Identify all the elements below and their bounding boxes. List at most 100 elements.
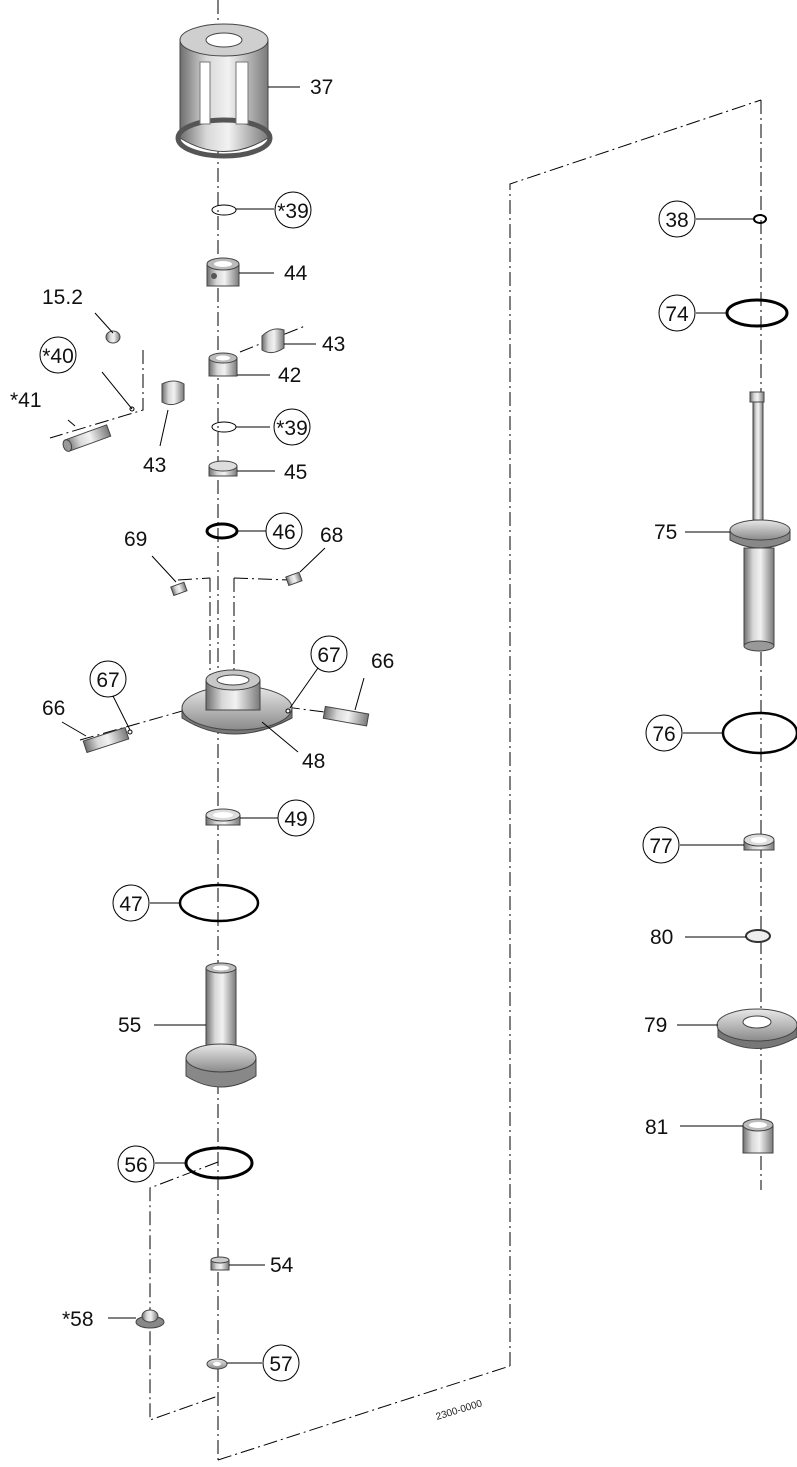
callout-58: *58 [62, 1308, 94, 1331]
callout-75: 75 [654, 521, 677, 544]
part-39-o-ring [211, 204, 237, 216]
part-68-screw [285, 571, 303, 587]
callout-39: *39 [274, 191, 312, 229]
svg-text:75: 75 [654, 521, 677, 544]
part-38-o-ring [753, 214, 767, 224]
callout-67: 67 [310, 635, 348, 673]
svg-text:37: 37 [310, 76, 333, 99]
svg-text:79: 79 [644, 1014, 667, 1037]
callout-43: 43 [143, 454, 166, 477]
callout-45: 45 [284, 461, 307, 484]
callout-54: 54 [270, 1254, 294, 1277]
part-57-washer [206, 1358, 228, 1370]
svg-text:68: 68 [320, 524, 343, 547]
callout-69: 69 [124, 528, 147, 551]
svg-text:44: 44 [284, 262, 308, 285]
callout-42: 42 [278, 364, 301, 387]
svg-text:67: 67 [317, 644, 340, 667]
svg-text:*41: *41 [10, 389, 42, 412]
part-42-collar [208, 352, 238, 377]
callout-81: 81 [645, 1116, 668, 1139]
svg-text:15.2: 15.2 [42, 286, 83, 309]
part-80-ring [745, 929, 771, 943]
callout-66: 66 [371, 650, 394, 673]
callout-56: 56 [117, 1145, 155, 1183]
part-79-disc [716, 1008, 797, 1049]
callout-46: 46 [265, 512, 303, 550]
svg-text:54: 54 [270, 1254, 294, 1277]
callout-47: 47 [112, 884, 150, 922]
part-66-pin [82, 726, 130, 754]
svg-text:42: 42 [278, 364, 301, 387]
svg-text:*39: *39 [276, 417, 308, 440]
svg-text:*58: *58 [62, 1308, 94, 1331]
callout-41: *41 [10, 389, 42, 412]
part-15-2-screw [105, 330, 121, 344]
svg-text:56: 56 [124, 1154, 147, 1177]
callout-74: 74 [658, 294, 696, 332]
svg-text:48: 48 [302, 750, 325, 773]
svg-text:76: 76 [652, 723, 675, 746]
svg-text:69: 69 [124, 528, 147, 551]
callout-57: 57 [262, 1344, 300, 1382]
svg-text:81: 81 [645, 1116, 668, 1139]
svg-text:66: 66 [371, 650, 394, 673]
part-54-bushing [210, 1256, 230, 1271]
callout-77: 77 [642, 826, 680, 864]
svg-text:77: 77 [649, 835, 672, 858]
part-66-pin [322, 705, 370, 727]
callout-48: 48 [302, 750, 325, 773]
callout-76: 76 [645, 714, 683, 752]
part-47-o-ring [178, 883, 260, 923]
callout-55: 55 [118, 1014, 141, 1037]
part-41-pin [62, 424, 112, 452]
part-77-ring [743, 833, 775, 851]
part-45-ring [208, 460, 238, 477]
svg-text:57: 57 [269, 1353, 292, 1376]
part-43-half-shell [161, 380, 185, 406]
part-75-plunger [729, 391, 791, 652]
svg-text:43: 43 [143, 454, 166, 477]
part-56-ring [184, 1146, 254, 1180]
callout-80: 80 [650, 926, 673, 949]
callout-15-2: 15.2 [42, 286, 83, 309]
svg-text:38: 38 [665, 209, 688, 232]
svg-text:*39: *39 [277, 200, 309, 223]
svg-text:46: 46 [272, 521, 295, 544]
callout-79: 79 [644, 1014, 667, 1037]
callout-44: 44 [284, 262, 308, 285]
leader-lines [61, 86, 753, 1364]
callout-43: 43 [322, 333, 345, 356]
svg-text:47: 47 [119, 893, 142, 916]
part-48-body [181, 669, 293, 735]
svg-text:49: 49 [284, 808, 307, 831]
callout-39: *39 [273, 408, 311, 446]
svg-text:*40: *40 [42, 345, 74, 368]
callout-38: 38 [658, 200, 696, 238]
part-67-ball [127, 729, 133, 735]
part-67-ball [285, 708, 291, 714]
part-43-half-shell [261, 328, 285, 354]
part-81-bushing [742, 1118, 774, 1154]
part-37-cage [175, 23, 273, 159]
part-76-o-ring [721, 711, 797, 755]
part-44-sleeve [206, 257, 240, 287]
callout-68: 68 [320, 524, 343, 547]
svg-text:66: 66 [42, 697, 65, 720]
part-39-o-ring [211, 421, 237, 433]
svg-text:80: 80 [650, 926, 673, 949]
svg-text:67: 67 [96, 669, 119, 692]
part-69-screw [170, 581, 188, 597]
part-49-ring [205, 808, 241, 826]
part-74-ring [725, 298, 789, 328]
svg-text:74: 74 [665, 303, 689, 326]
svg-text:43: 43 [322, 333, 345, 356]
part-46-o-ring [205, 522, 239, 540]
callout-67: 67 [89, 660, 127, 698]
diagram-code: 2300-0000 [435, 1398, 484, 1423]
svg-text:45: 45 [284, 461, 307, 484]
part-55-stem [185, 962, 257, 1088]
callout-37: 37 [310, 76, 333, 99]
svg-text:55: 55 [118, 1014, 141, 1037]
